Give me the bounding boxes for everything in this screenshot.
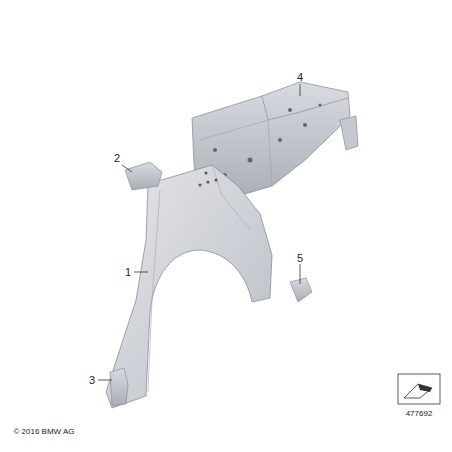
callout-number: 5	[297, 253, 303, 264]
bracket	[125, 162, 162, 190]
callout-number: 3	[89, 375, 95, 386]
image-number: 477692	[406, 410, 433, 418]
view-icon	[398, 374, 440, 404]
callout-number: 1	[125, 267, 131, 278]
bracket	[290, 278, 312, 302]
bracket	[110, 368, 128, 406]
side-panel	[106, 165, 272, 408]
callout-number: 2	[114, 153, 120, 164]
copyright-note: © 2016 BMW AG	[13, 428, 74, 436]
callout-number: 4	[297, 72, 303, 83]
leader-line	[98, 84, 300, 380]
